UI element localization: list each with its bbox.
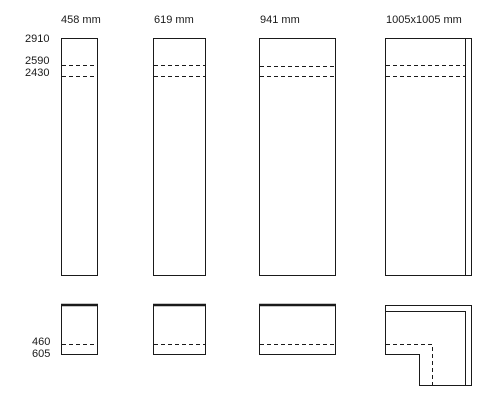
elevation-label-2430: 2430 (25, 67, 50, 79)
section-619 (153, 303, 206, 355)
section-outline (61, 305, 98, 355)
panel-outline (61, 38, 98, 276)
elevation-label-2590: 2590 (25, 55, 50, 67)
elevation-619 (153, 38, 206, 276)
elevation-label-2910: 2910 (25, 33, 50, 45)
section-941 (259, 303, 336, 355)
section-outline (153, 305, 206, 355)
l-dashed-line (386, 344, 433, 385)
section-label-605: 605 (32, 348, 51, 360)
column-label-619: 619 mm (154, 14, 194, 26)
elevation-1005 (385, 38, 472, 276)
column-label-941: 941 mm (260, 14, 300, 26)
elevation-458 (61, 38, 98, 276)
section-label-460: 460 (32, 336, 51, 348)
section-1005 (385, 305, 472, 386)
l-inner-line (385, 311, 466, 386)
column-label-1005: 1005x1005 mm (386, 14, 462, 26)
elevation-941 (259, 38, 336, 276)
l-outline (385, 305, 472, 386)
panel-outline (259, 38, 336, 276)
column-label-458: 458 mm (61, 14, 101, 26)
panel-outline (385, 38, 472, 276)
panel-outline (153, 38, 206, 276)
section-outline (259, 305, 336, 355)
section-458 (61, 303, 98, 355)
